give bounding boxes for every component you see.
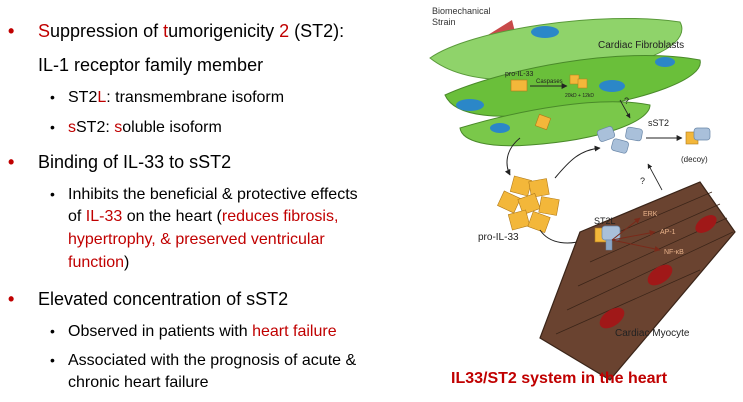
text-part: Elevated concentration of sST2 [38,289,289,309]
question-mark-2: ? [640,176,645,186]
text-part: uppression of [50,21,164,41]
bullet-glyph: • [50,89,55,105]
bullet-glyph: • [50,119,55,135]
inhibits-line-4: function) [68,252,129,274]
il33-highlight: IL-33 [85,208,123,225]
sst2-label: sST2 [648,118,669,128]
bullet-glyph: • [50,323,55,339]
decoy-complex [685,127,711,145]
text-part: oluble isoform [122,119,222,136]
letter-s: s [68,119,76,136]
il33-st2-diagram: Biomechanical Strain Cardiac Fibroblasts… [429,6,736,381]
text-part: ST2 [68,89,98,106]
associated-line-2: chronic heart failure [68,374,209,391]
text-part: (ST2): [289,21,345,41]
inner-pro-il33-label: pro-IL-33 [505,71,534,78]
bullet-binding: • Binding of IL-33 to sST2 [8,151,231,173]
nfkb-label: NF-κB [664,249,684,256]
text-part: Observed in patients with [68,323,253,340]
question-mark-1: ? [624,96,629,106]
il1-family-line: IL-1 receptor family member [38,55,264,75]
text-part: of [68,208,86,225]
letter-l: L [97,89,107,106]
bullet-glyph: • [8,152,15,172]
erk-label: ERK [643,211,658,218]
myocyte-label: Cardiac Myocyte [615,328,690,339]
bullet-glyph: • [8,21,15,41]
observed-item: • Observed in patients with heart failure [50,320,337,343]
ap1-label: AP-1 [660,229,676,236]
bullet-glyph: • [50,352,55,368]
st2l-receptor [594,225,621,251]
bullet-st2-definition: • Suppression of tumorigenicity 2 (ST2): [8,20,344,42]
bullet-glyph: • [50,186,55,202]
initial-2: 2 [279,21,290,41]
heart-failure-highlight: heart failure [252,323,337,340]
cleaved-il33-shape [569,74,588,89]
decoy-label: (decoy) [681,155,708,164]
inhibits-line-3: hypertrophy, & preserved ventricular [68,231,325,248]
text-part: ) [124,254,130,271]
inner-il33-shape [510,79,528,92]
cleave-label: 20kD + 12kD [565,93,594,99]
function-highlight: function [68,254,125,271]
strain-label-line2: Strain [432,17,456,27]
inhibits-item: • Inhibits the beneficial & protective ef… [50,183,358,206]
fibrosis-highlight: reduces fibrosis, [221,208,339,225]
bullet-elevated: • Elevated concentration of sST2 [8,288,288,310]
associated-item: • Associated with the prognosis of acute … [50,349,356,372]
released-il33-shape [534,113,552,131]
pro-il33-cluster [497,175,560,233]
sst2-shapes [596,126,643,154]
cardiac-fibroblasts [429,18,701,147]
text-part: ST2: [76,119,115,136]
initial-t: t [163,21,169,41]
inhibits-line-2: of IL-33 on the heart (reduces fibrosis, [68,206,338,228]
text-part: umorigenicity [168,21,280,41]
cardiac-myocyte [539,181,736,381]
text-part: Binding of IL-33 to sST2 [38,152,232,172]
caspases-label: Caspases [536,79,563,85]
st2l-label: ST2L [594,216,616,226]
initial-s: S [38,21,51,41]
bullet-glyph: • [8,289,15,309]
diagram-caption: IL33/ST2 system in the heart [451,370,668,387]
text-part: on the heart ( [122,208,222,225]
text-part: : transmembrane isoform [106,89,285,106]
fibroblasts-label: Cardiac Fibroblasts [598,40,684,51]
sst2-item: •sST2: soluble isoform [50,116,222,139]
letter-s: s [114,119,123,136]
strain-label-line1: Biomechanical [432,6,491,16]
text-part: Associated with the prognosis of acute & [68,352,357,369]
pro-il33-label: pro-IL-33 [478,232,519,243]
text-part: Inhibits the beneficial & protective eff… [68,186,358,203]
st2l-item: • ST2L: transmembrane isoform [50,86,284,109]
